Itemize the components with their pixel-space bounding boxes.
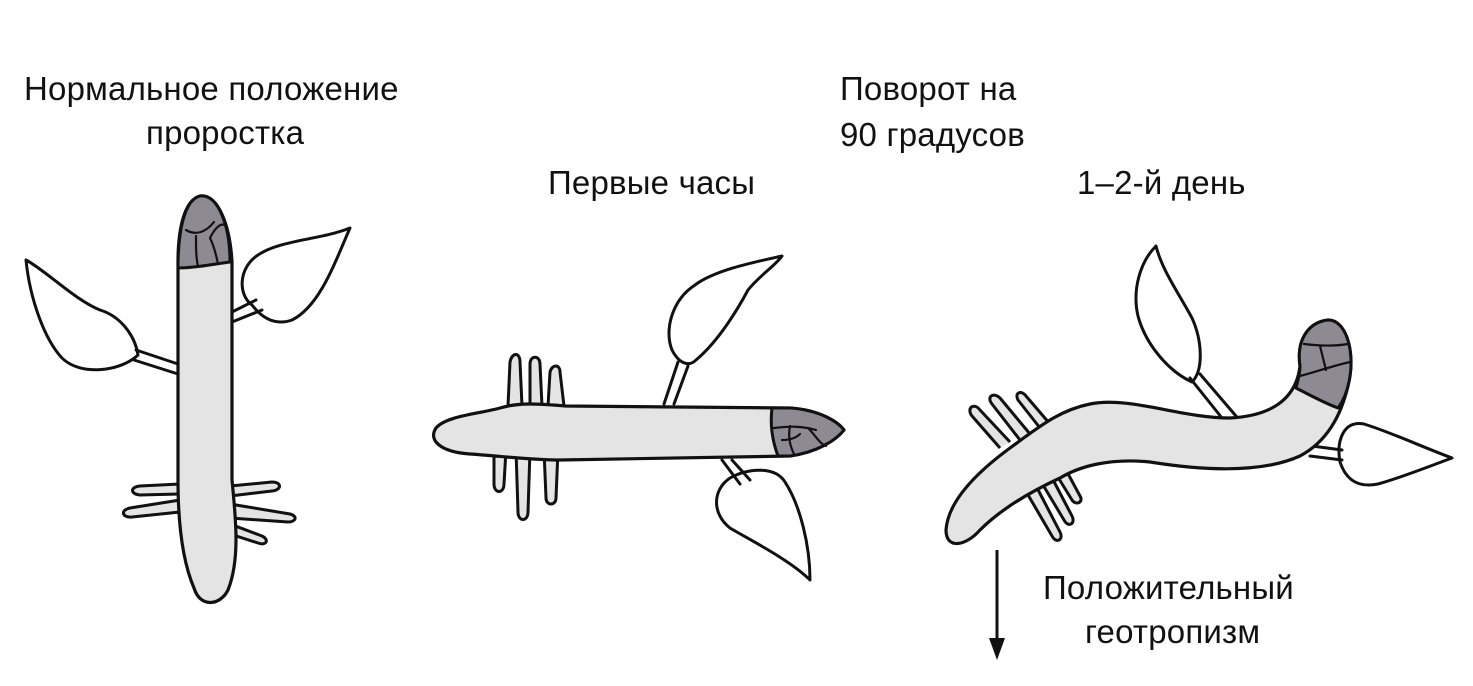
label-geotropism: Положительный <box>1043 565 1294 611</box>
seedling-first-petiole-top <box>662 360 680 406</box>
seedling-normal-root-right-1 <box>229 480 281 498</box>
seedling-day-petiole-top <box>1188 376 1224 420</box>
seedling-first-root-up-2 <box>528 355 544 407</box>
seedling-normal-petiole-right <box>230 298 258 314</box>
label-first-hours: Первые часы <box>548 164 756 201</box>
seedling-day-root-down-1 <box>1022 481 1063 542</box>
seedling-first-root-down-1 <box>492 449 508 493</box>
seedling-normal-tip <box>176 194 232 270</box>
seedling-day-petiole-right-b <box>1308 454 1344 462</box>
label-normal-position-line2: проростка <box>146 110 304 156</box>
seedling-day-root-up-1 <box>968 404 1012 449</box>
seedling-day-petiole-top-b <box>1198 372 1238 418</box>
seedling-normal-root-right-3 <box>229 522 268 546</box>
seedling-normal-tip-seg <box>184 220 228 268</box>
seedling-first-petiole-bottom <box>720 458 742 486</box>
seedling-day-root-up-3 <box>1015 391 1052 429</box>
seedling-first-hours <box>432 254 846 582</box>
seedling-day-leaf-right <box>1337 422 1454 487</box>
seedling-normal-petiole-right-b <box>230 308 264 324</box>
label-rotation: Поворот на 90 градусов <box>840 66 1025 158</box>
seedling-day <box>944 244 1454 660</box>
seedling-day-leaf-top <box>1134 244 1202 384</box>
label-turn-line2: 90 градусов <box>840 116 1025 153</box>
seedling-first-leaf-bottom <box>715 468 812 582</box>
seedling-normal <box>24 194 352 605</box>
seedling-normal-petiole-left-b <box>132 358 180 376</box>
seedling-first-petiole-top-b <box>672 364 690 406</box>
seedling-normal-root-left-2 <box>122 498 181 519</box>
seedling-normal-petiole-left <box>134 348 180 366</box>
label-day: 1–2-й день <box>1077 164 1246 201</box>
seedling-normal-root-right-2 <box>229 502 297 524</box>
seedling-first-root-down-2 <box>514 449 532 521</box>
seedling-first-root-up-1 <box>506 353 524 407</box>
seedling-first-leaf-top <box>667 254 784 366</box>
label-normal-position: Нормальное положение <box>24 66 399 112</box>
down-arrow-icon <box>989 550 1005 660</box>
seedling-normal-leaf-right <box>240 226 352 324</box>
seedling-first-tip-seg <box>772 424 828 456</box>
label-geotropism-line2-wrap: геотропизм <box>1085 609 1260 655</box>
label-turn-line1: Поворот на <box>840 70 1017 107</box>
seedling-first-root-down-3 <box>542 449 560 506</box>
seedling-normal-leaf-left <box>24 258 140 372</box>
seedling-day-stem <box>944 318 1353 546</box>
seedling-first-petiole-bottom-b <box>730 458 752 482</box>
seedling-day-petiole-right <box>1310 444 1344 452</box>
seedling-day-root-up-2 <box>988 393 1032 441</box>
seedling-first-tip <box>769 406 846 458</box>
seedling-first-root-up-3 <box>546 364 566 407</box>
seedling-day-tip-seg <box>1298 342 1352 378</box>
label-geotropism-line1: Положительный <box>1043 569 1294 606</box>
seedling-normal-root-left-1 <box>131 482 181 497</box>
label-normal-line2: проростка <box>146 114 305 151</box>
seedling-day-root-down-2 <box>1038 473 1075 526</box>
label-geotropism-line2: геотропизм <box>1085 613 1261 650</box>
label-normal-line1: Нормальное положение <box>24 70 399 107</box>
